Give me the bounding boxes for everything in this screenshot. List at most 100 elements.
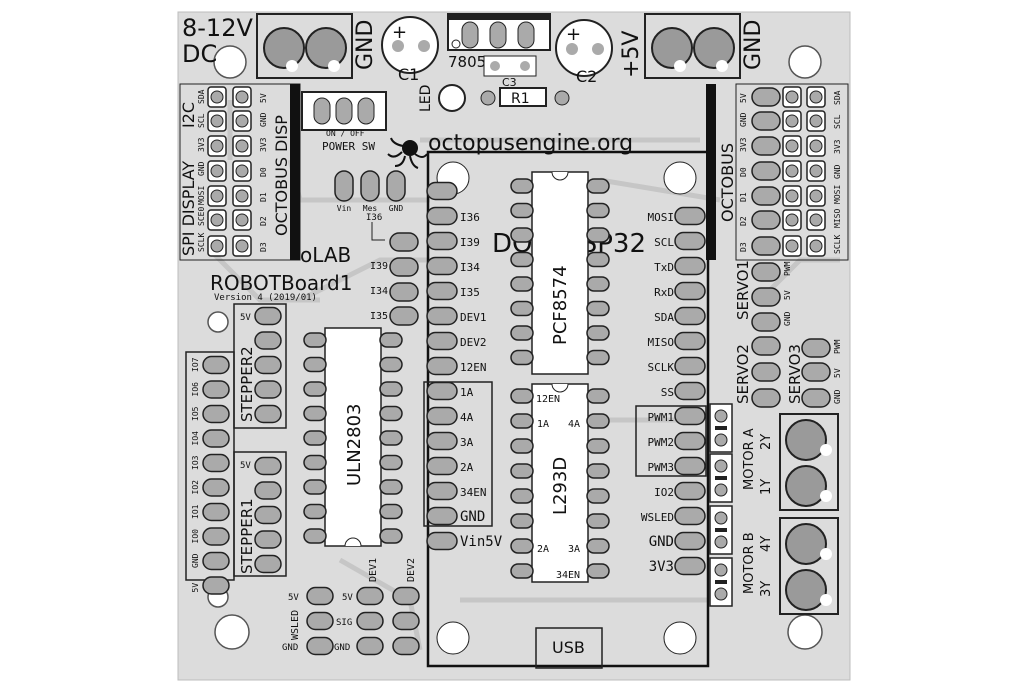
l293d-pin[interactable] [510, 413, 534, 429]
servo-pin[interactable] [801, 338, 831, 358]
stepper-io-pin[interactable] [202, 429, 230, 448]
esp32-right-pin[interactable] [674, 306, 706, 326]
pcf8574-pin[interactable] [510, 202, 534, 219]
stepper2-pin[interactable] [254, 380, 282, 399]
bottom-header-pin[interactable] [306, 586, 334, 606]
l293d-pin[interactable] [510, 488, 534, 504]
esp32-right-pin[interactable] [674, 256, 706, 276]
servo-pin[interactable] [751, 336, 781, 356]
uln2803-pin[interactable] [303, 356, 327, 373]
uln2803-pin[interactable] [303, 430, 327, 446]
pcf8574-pin[interactable] [510, 251, 534, 268]
esp32-right-pins[interactable]: MOSISCLTxDRxDSDAMISOSCLKSSPWM1PWM2PWM3IO… [641, 206, 706, 576]
l293d-pin[interactable] [586, 513, 610, 529]
esp32-left-pin[interactable] [426, 481, 458, 501]
esp32-left-pin[interactable] [426, 506, 458, 526]
l293d-pin[interactable] [586, 413, 610, 429]
right-header-pin[interactable] [751, 87, 781, 107]
stepper1-pin[interactable] [254, 554, 282, 574]
servo-pin[interactable] [801, 362, 831, 382]
l293d-pin[interactable] [586, 538, 610, 554]
mes-header-pin[interactable] [334, 170, 354, 202]
stepper-io-pin[interactable] [202, 527, 230, 546]
bottom-header-pin[interactable] [306, 636, 334, 656]
l293d-pin[interactable] [510, 513, 534, 529]
uln2803-pin[interactable] [303, 381, 327, 397]
right-header-pins[interactable] [751, 86, 826, 257]
uln2803-pin[interactable] [303, 503, 327, 520]
input-pin[interactable] [389, 257, 419, 277]
stepper-io-pin[interactable] [202, 453, 230, 473]
stepper-io-pin[interactable] [202, 576, 230, 595]
pcf8574-pin[interactable] [510, 349, 534, 366]
input-pin[interactable] [389, 282, 419, 302]
esp32-right-pin[interactable] [674, 331, 706, 351]
stepper2-pin[interactable] [254, 306, 282, 326]
bottom-header-pin[interactable] [306, 611, 334, 631]
input-pin[interactable] [389, 232, 419, 252]
uln2803-pin[interactable] [379, 528, 403, 544]
right-header-pin[interactable] [751, 111, 781, 131]
stepper2-pin[interactable] [254, 331, 282, 350]
right-header-pin[interactable] [751, 236, 781, 256]
pcf8574-pin[interactable] [510, 276, 534, 292]
pcf8574-pin[interactable] [510, 227, 534, 243]
servo-pin[interactable] [751, 388, 781, 408]
bottom-header-pin[interactable] [356, 586, 384, 606]
esp32-right-pin[interactable] [674, 456, 706, 476]
pcf8574-pin[interactable] [586, 349, 610, 366]
esp32-left-pin[interactable] [426, 406, 458, 426]
esp32-right-pin[interactable] [674, 231, 706, 251]
bottom-header-pin[interactable] [392, 636, 420, 656]
bottom-header-pin[interactable] [356, 611, 384, 631]
pcf8574-pin[interactable] [510, 178, 534, 194]
uln2803-pin[interactable] [379, 405, 403, 422]
left-header-pins[interactable] [207, 86, 252, 257]
esp32-left-pin[interactable] [426, 206, 458, 226]
uln2803-pin[interactable] [379, 332, 403, 348]
pcf8574-pin[interactable] [586, 276, 610, 292]
stepper2-pin[interactable] [254, 404, 282, 424]
esp32-left-pin[interactable] [426, 431, 458, 451]
pcf8574-pin[interactable] [586, 300, 610, 317]
mes-header-pin[interactable] [360, 170, 380, 202]
l293d-pin[interactable] [586, 563, 610, 579]
esp32-right-pin[interactable] [674, 356, 706, 376]
stepper-io-pin[interactable] [202, 404, 230, 424]
esp32-left-pin[interactable] [426, 281, 458, 301]
esp32-right-pin[interactable] [674, 506, 706, 526]
esp32-left-pins[interactable]: I36I39I34I35DEV1DEV212EN1A4A3A2A34ENGNDV… [426, 181, 503, 551]
bottom-header-pin[interactable] [356, 636, 384, 656]
mes-header-pin[interactable] [386, 170, 406, 202]
uln2803-pin[interactable] [303, 479, 327, 495]
servo-pin[interactable] [751, 312, 781, 332]
uln2803-pin[interactable] [379, 503, 403, 520]
l293d-pin[interactable] [510, 463, 534, 479]
esp32-left-pin[interactable] [426, 331, 458, 351]
esp32-left-pin[interactable] [426, 231, 458, 251]
esp32-right-pin[interactable] [674, 206, 706, 226]
stepper-io-pin[interactable] [202, 551, 230, 571]
servo-headers[interactable] [751, 262, 831, 408]
stepper1-pin[interactable] [254, 530, 282, 549]
esp32-right-pin[interactable] [674, 556, 706, 576]
uln2803-pin[interactable] [303, 454, 327, 471]
esp32-right-pin[interactable] [674, 481, 706, 501]
esp32-right-pin[interactable] [674, 381, 706, 401]
pcf8574-pin[interactable] [510, 300, 534, 317]
uln2803-pin[interactable] [379, 356, 403, 373]
uln2803-pin[interactable] [303, 528, 327, 544]
pcf8574-pin[interactable] [586, 251, 610, 268]
stepper-headers[interactable] [202, 306, 282, 595]
servo-pin[interactable] [751, 362, 781, 382]
stepper-io-pin[interactable] [202, 478, 230, 497]
esp32-left-pin[interactable] [426, 181, 458, 201]
pcf8574-pin[interactable] [586, 325, 610, 341]
esp32-right-pin[interactable] [674, 406, 706, 426]
pcf8574-pin[interactable] [586, 202, 610, 219]
mes-header[interactable] [334, 170, 406, 202]
right-header-pin[interactable] [751, 161, 781, 181]
stepper1-pin[interactable] [254, 456, 282, 476]
uln2803-pin[interactable] [379, 430, 403, 446]
